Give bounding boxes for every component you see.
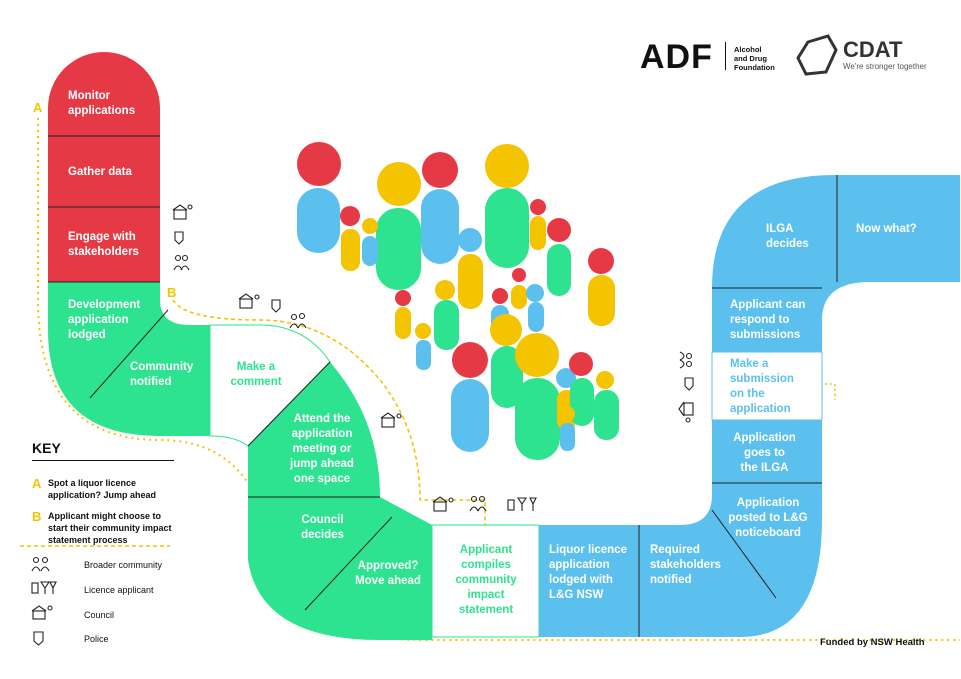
step-monitor-applications: Monitor applications (68, 90, 136, 117)
key-a-letter: A (32, 476, 42, 491)
green-tiles-upper (48, 282, 210, 436)
step-application-goes-ilga: Application goes to the ILGA (733, 432, 796, 474)
route-marker-b: B (167, 285, 177, 300)
people-icon (173, 254, 190, 271)
key-icons (31, 556, 57, 646)
step-engage-stakeholders: Engage with stakeholders (68, 231, 139, 258)
drinks-icon (31, 581, 57, 594)
council-building-icon (172, 204, 193, 220)
police-badge-icon (684, 377, 694, 391)
logo-divider (725, 42, 726, 70)
route-marker-a: A (33, 100, 43, 115)
key-council: Council (84, 610, 115, 620)
police-badge-icon (33, 631, 44, 646)
step-licence-lodged: Liquor licence application lodged with L… (549, 544, 627, 601)
adf-logo: ADF (640, 38, 713, 76)
step-gather-data: Gather data (68, 166, 132, 178)
key-licence-applicant: Licence applicant (84, 585, 154, 595)
blue-tiles-lower (539, 483, 822, 637)
step-stakeholders-notified: Required stakeholders notified (650, 544, 721, 586)
step-applicant-compiles: Applicant compiles community impact stat… (455, 544, 517, 616)
police-badge-icon (271, 299, 281, 313)
red-tiles (48, 52, 160, 282)
route-submission-dotted-line (820, 383, 836, 400)
step-attend-meeting: Attend the application meeting or jump a… (290, 413, 354, 485)
key-title: KEY (32, 440, 61, 456)
council-building-icon (380, 412, 402, 428)
adf-logo-name: Alcohol and Drug Foundation (734, 45, 775, 72)
people-icon (289, 312, 307, 329)
cdat-logo-icon (796, 34, 838, 76)
cdat-tagline: We're stronger together (843, 62, 927, 71)
step-make-comment: Make a comment (230, 361, 282, 388)
key-b-letter: B (32, 509, 42, 524)
step-now-what: Now what? (856, 223, 917, 235)
cdat-logo: CDAT (843, 37, 903, 62)
people-cluster-illustration (297, 142, 619, 460)
council-building-icon (678, 401, 694, 423)
step-applicant-respond: Applicant can respond to submissions (730, 299, 806, 341)
step-ilga-decides: ILGA decides (766, 223, 809, 250)
people-icon (679, 351, 693, 369)
people-icon (469, 495, 487, 512)
funded-by: Funded by NSW Health (820, 637, 925, 648)
key-b-text: Applicant might choose to start their co… (48, 511, 172, 545)
step-development-application: Development application lodged (68, 299, 141, 341)
key-divider (32, 460, 174, 461)
step-community-notified: Community notified (130, 361, 194, 388)
council-building-icon (238, 293, 260, 309)
blue-tiles-upper (712, 175, 960, 352)
council-building-icon (31, 605, 53, 620)
step-council-decides: Council decides (301, 514, 344, 541)
step-make-submission: Make a submission on the application (730, 358, 794, 415)
people-icon (31, 556, 50, 572)
step-approved: Approved? Move ahead (355, 560, 421, 587)
council-building-icon (432, 496, 454, 512)
key-broader-community: Broader community (84, 560, 163, 570)
police-badge-icon (174, 231, 184, 245)
key-dashed-line (20, 545, 170, 547)
drinks-icon (507, 497, 537, 511)
green-tiles-lower (248, 362, 380, 640)
key-police: Police (84, 634, 109, 644)
step-application-posted: Application posted to L&G noticeboard (728, 497, 808, 539)
key-a-text: Spot a liquor licence application? Jump … (48, 478, 157, 500)
